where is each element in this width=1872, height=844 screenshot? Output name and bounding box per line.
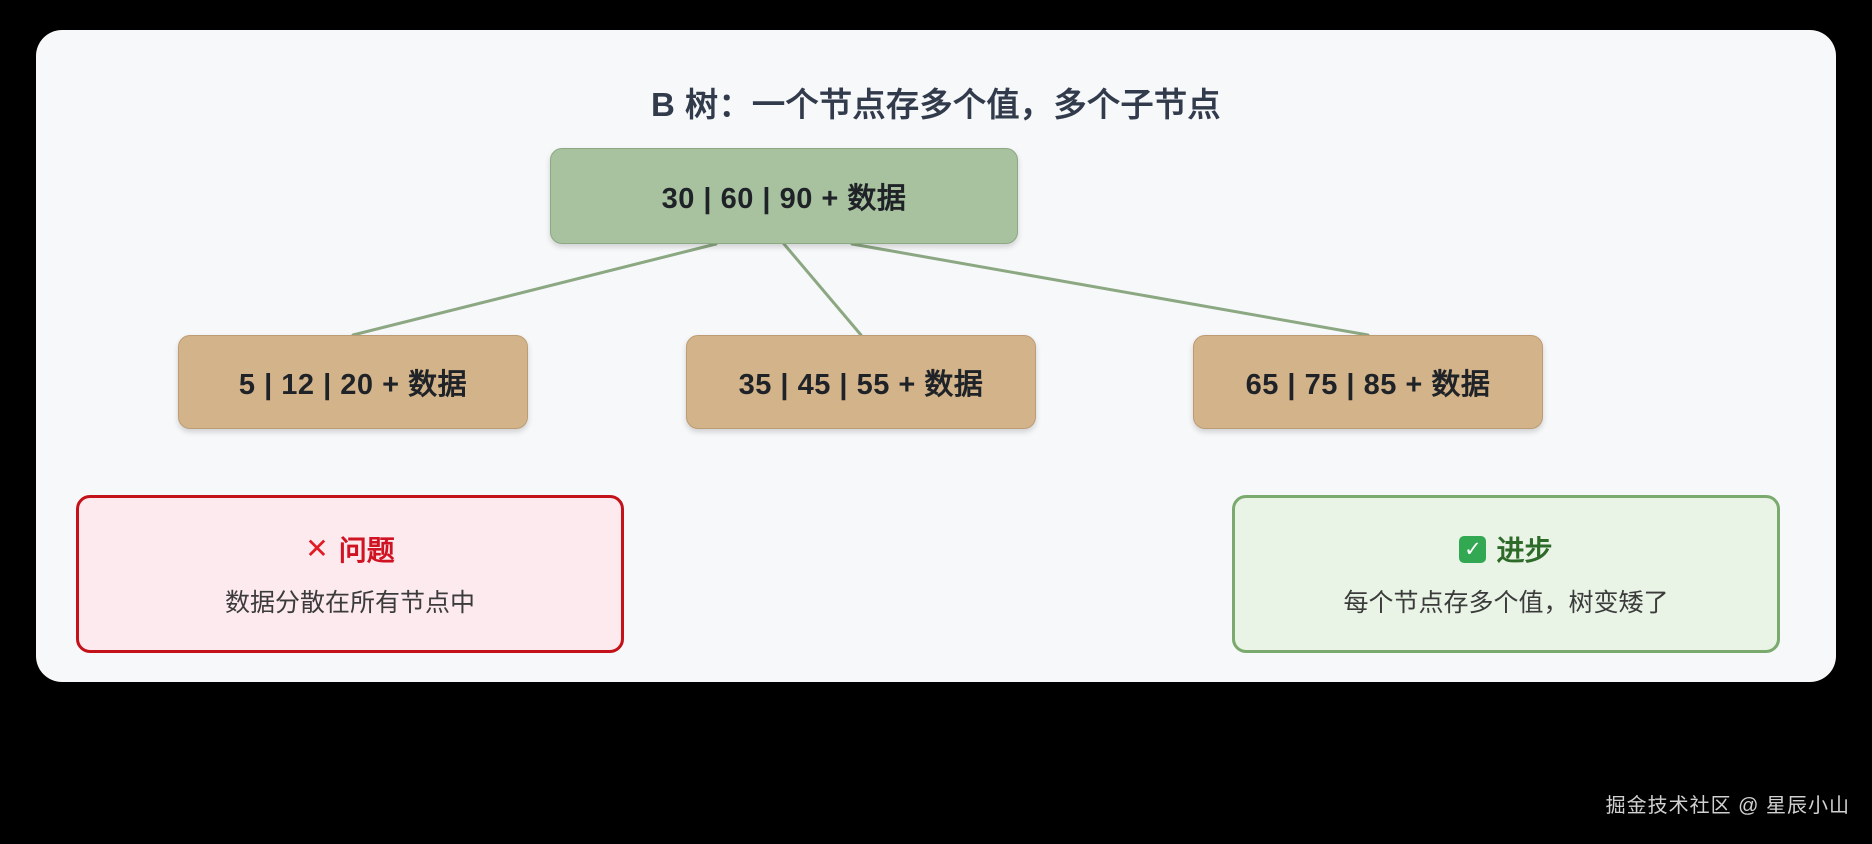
tree-node-child-1[interactable]: 35 | 45 | 55 + 数据	[686, 335, 1036, 429]
callout-improvement-body: 每个节点存多个值，树变矮了	[1343, 589, 1669, 617]
tree-node-child-0[interactable]: 5 | 12 | 20 + 数据	[178, 335, 528, 429]
callout-problem: ✕ 问题 数据分散在所有节点中	[76, 495, 624, 653]
tree-node-root[interactable]: 30 | 60 | 90 + 数据	[550, 148, 1018, 244]
diagram-card: B 树：一个节点存多个值，多个子节点 30 | 60 | 90 + 数据 5 |…	[36, 30, 1836, 682]
connector-root-to-child-1	[782, 242, 863, 337]
connector-root-to-child-0	[351, 242, 718, 337]
page-title: B 树：一个节点存多个值，多个子节点	[651, 86, 1221, 123]
callout-improvement-heading-text: 进步	[1496, 535, 1553, 566]
callout-problem-body: 数据分散在所有节点中	[224, 589, 475, 617]
callout-problem-heading-text: 问题	[338, 535, 395, 566]
check-mark-icon: ✓	[1459, 535, 1487, 563]
callout-improvement-heading: ✓ 进步	[1459, 529, 1553, 569]
tree-node-child-2[interactable]: 65 | 75 | 85 + 数据	[1193, 335, 1543, 429]
callout-improvement: ✓ 进步 每个节点存多个值，树变矮了	[1232, 495, 1780, 653]
connector-root-to-child-2	[850, 242, 1370, 337]
watermark: 掘金技术社区 @ 星辰小山	[1605, 795, 1850, 817]
cross-mark-icon: ✕	[305, 533, 329, 564]
callout-problem-heading: ✕ 问题	[305, 529, 394, 569]
